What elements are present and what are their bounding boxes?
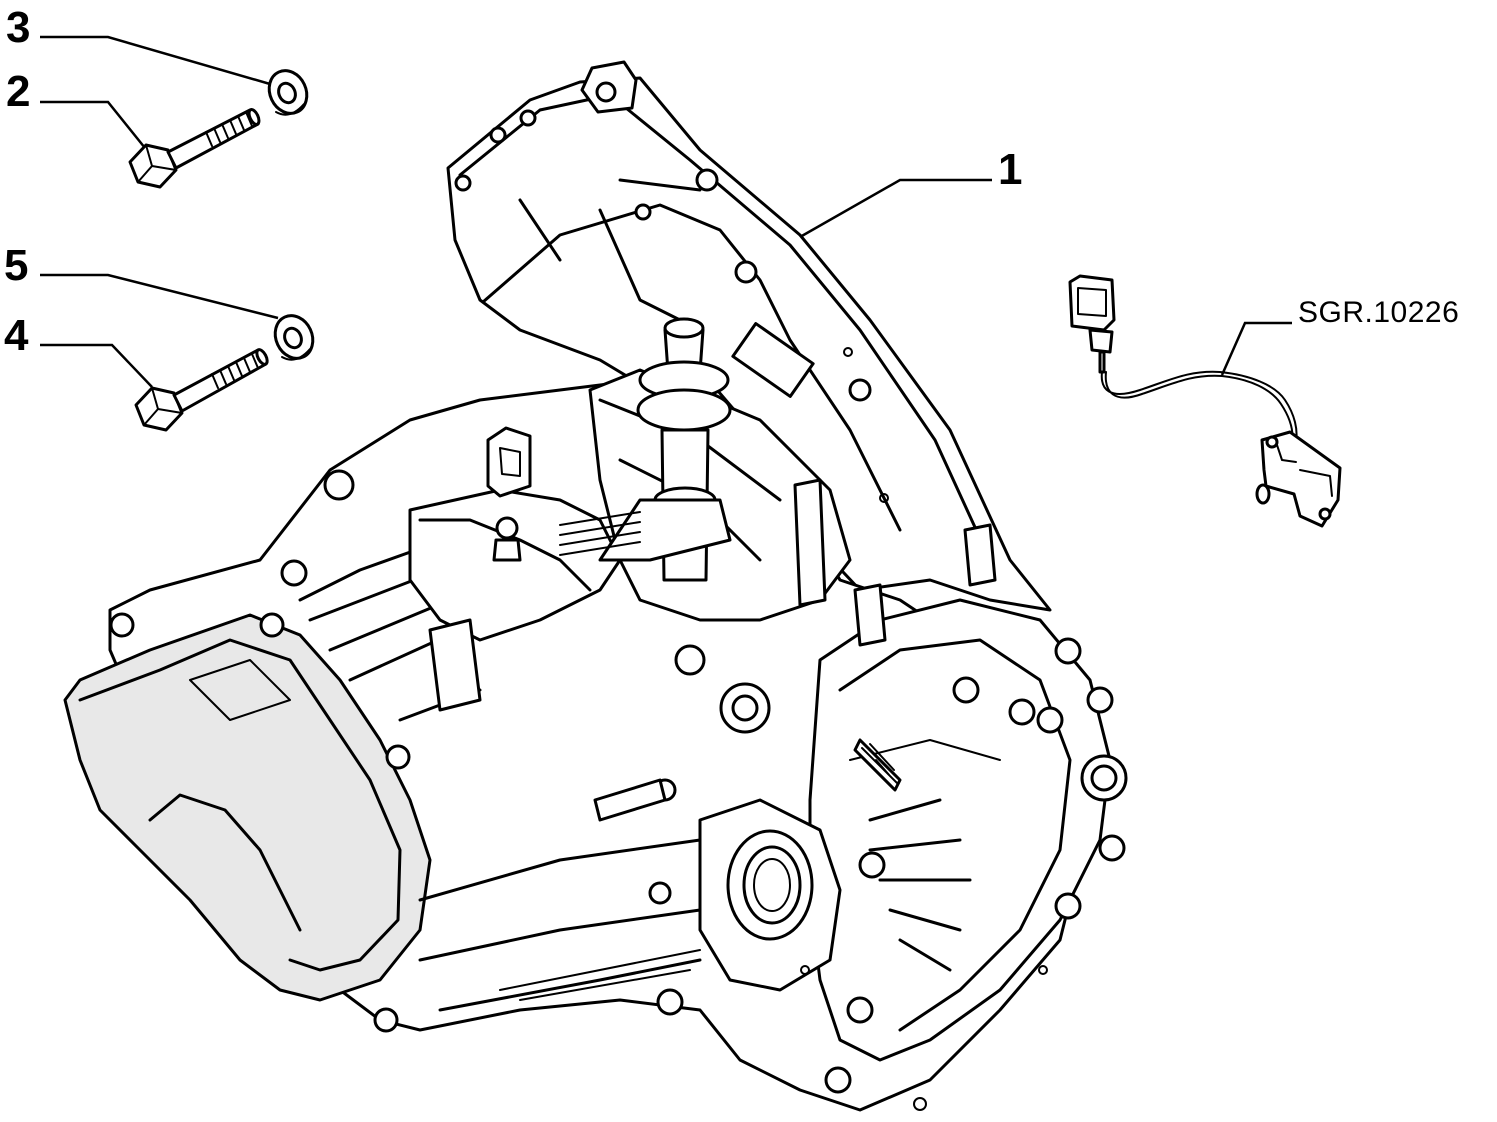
callout-1: 1 <box>998 145 1023 194</box>
reference-code: SGR.10226 <box>1298 296 1460 329</box>
speed-sensor-harness-icon <box>1068 274 1342 528</box>
leader-5 <box>40 273 279 320</box>
leader-1 <box>799 178 992 239</box>
leader-2 <box>40 100 146 149</box>
callout-5: 5 <box>4 241 29 290</box>
leader-4 <box>40 343 153 388</box>
hex-bolt-icon <box>128 108 261 189</box>
washer-icon <box>267 69 309 116</box>
gearbox-assembly-icon <box>63 60 1128 1112</box>
leader-ref <box>1220 321 1292 376</box>
callout-3: 3 <box>6 3 31 52</box>
hex-bolt-icon <box>134 348 269 432</box>
callout-2: 2 <box>6 67 31 116</box>
callout-4: 4 <box>4 311 29 360</box>
leader-3 <box>40 35 271 86</box>
leader-lines <box>40 35 1292 388</box>
washer-icon <box>273 314 315 361</box>
